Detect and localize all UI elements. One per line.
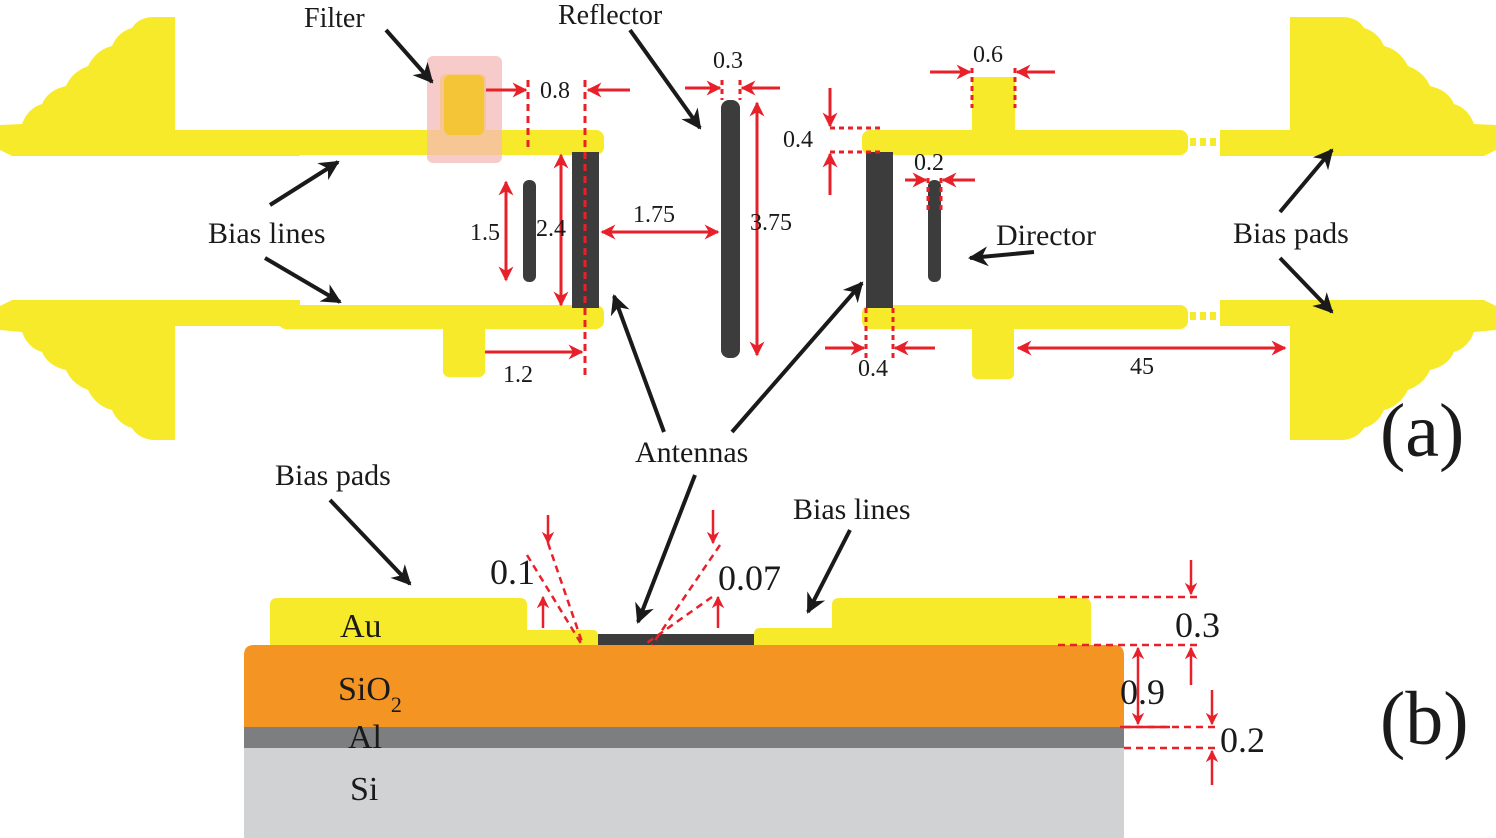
filter-element [444, 75, 484, 135]
bias-line-bottom-left [278, 305, 604, 377]
layer-au-right [754, 598, 1091, 645]
bias-line-top-right [862, 77, 1188, 155]
label-reflector: Reflector [558, 0, 663, 31]
antenna-reflector [721, 100, 740, 358]
dimension-lines-a [485, 64, 1287, 380]
dim-short-antenna: 1.5 [470, 220, 500, 246]
bias-pad-left-bottom [0, 300, 300, 440]
dim-overlap: 0.4 [858, 356, 888, 382]
continuation-dots [252, 138, 1216, 320]
antenna-right [866, 152, 893, 308]
layer-antenna [598, 634, 754, 645]
layer-label-si: Si [350, 771, 378, 808]
dim-reflector-length: 3.75 [750, 210, 792, 236]
dim-antenna-thickness: 0.07 [718, 558, 781, 598]
label-filter: Filter [304, 3, 365, 34]
bias-line-bottom-right [862, 305, 1188, 379]
sio2-subscript: 2 [391, 692, 402, 717]
annotation-arrows-a [263, 28, 1334, 434]
dim-gap-filter: 0.8 [540, 78, 570, 104]
dim-stub-width: 0.6 [973, 42, 1003, 68]
dim-au-thickness: 0.3 [1175, 605, 1220, 645]
dim-reflector-width: 0.3 [713, 48, 743, 74]
annotation-arrows-b [328, 474, 852, 624]
dim-line-width: 0.4 [783, 127, 813, 153]
label-bias-pads-b: Bias pads [275, 459, 391, 492]
bias-pad-right-bottom [1220, 300, 1496, 440]
layer-label-au: Au [340, 608, 382, 645]
antenna-director [928, 180, 941, 282]
dim-pad-distance: 45 [1130, 354, 1154, 380]
label-bias-lines-a: Bias lines [208, 217, 326, 250]
panel-b: Bias pads Bias lines Au SiO2 Al Si (b) 0… [244, 459, 1469, 838]
layer-label-sio2: SiO2 [338, 671, 402, 717]
dim-spacing: 1.75 [633, 202, 675, 228]
dim-director-width: 0.2 [914, 150, 944, 176]
dim-sio2-thickness: 0.9 [1120, 672, 1165, 712]
dim-antenna-length: 2.4 [536, 216, 566, 242]
label-director: Director [996, 219, 1096, 252]
dim-al-thickness: 0.2 [1220, 720, 1265, 760]
antenna-short-left [523, 180, 536, 282]
label-bias-lines-b: Bias lines [793, 493, 911, 526]
layer-al [244, 727, 1124, 748]
dimension-values-a: 0.8 0.3 0.6 0.4 0.2 1.5 2.4 1.75 3.75 1.… [470, 42, 1154, 388]
dimension-lines-b [525, 510, 1220, 785]
dim-au-thin: 0.1 [490, 552, 535, 592]
layer-au-left [270, 598, 598, 645]
layer-label-al: Al [348, 719, 382, 756]
dimension-values-b: 0.1 0.07 0.3 0.9 0.2 [490, 552, 1265, 760]
panel-label-b: (b) [1380, 677, 1469, 761]
layer-si [244, 748, 1124, 838]
label-antennas: Antennas [635, 436, 748, 469]
label-bias-pads-a: Bias pads [1233, 217, 1349, 250]
bias-pad-left-top [0, 17, 300, 156]
panel-label-a: (a) [1380, 389, 1464, 473]
bias-pad-right-top [1220, 17, 1496, 156]
panel-a: Filter Reflector Bias lines Director Bia… [0, 0, 1496, 473]
dim-stub-offset: 1.2 [503, 362, 533, 388]
layer-sio2 [244, 645, 1124, 727]
